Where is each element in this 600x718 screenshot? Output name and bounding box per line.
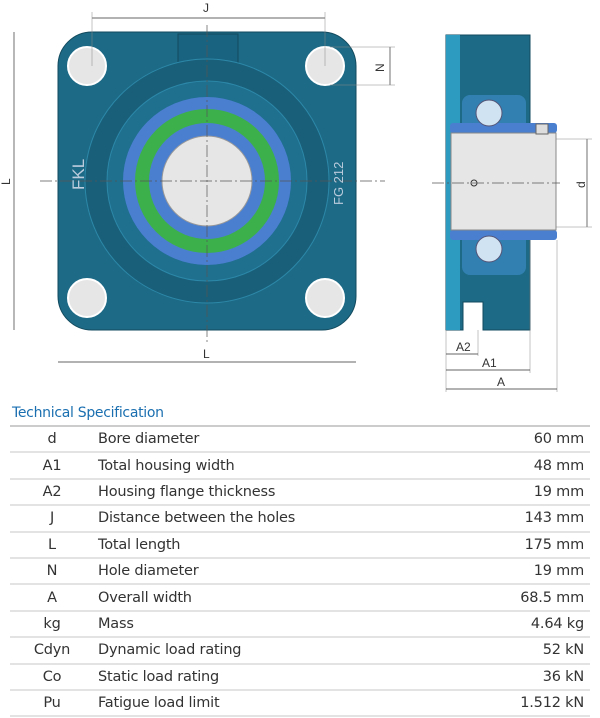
spec-value: 143 mm [462,506,590,533]
spec-description: Housing flange thickness [94,480,463,507]
spec-description: Dynamic load rating [94,638,463,665]
spec-description: Hole diameter [94,559,463,586]
spec-description: Overall width [94,585,463,612]
spec-value: 68.5 mm [462,585,590,612]
spec-symbol: A1 [10,453,94,480]
spec-symbol: N [10,559,94,586]
dim-d: d [574,181,588,188]
spec-value: 19 mm [462,480,590,507]
spec-symbol: J [10,506,94,533]
bolt-hole-bottom-right [305,278,345,318]
dim-L-vertical: L [0,178,13,185]
spec-symbol: Cdyn [10,638,94,665]
dim-L-bottom: L [203,347,210,361]
bearing-technical-drawing: FKL FG 212 J L L N d [0,1,592,392]
spec-symbol: Co [10,665,94,691]
spec-description: Total housing width [94,453,463,480]
spec-value: 60 mm [462,427,590,454]
spec-title: Technical Specification [12,405,164,421]
dim-N: N [373,63,387,72]
spec-symbol: A2 [10,480,94,507]
spec-description: Total length [94,533,463,559]
brand-label: FKL [69,159,88,190]
title-divider [10,425,590,427]
spec-value: 36 kN [462,665,590,691]
spec-value: 19 mm [462,559,590,586]
spec-description: Bore diameter [94,427,463,454]
bolt-hole-bottom-left [67,278,107,318]
spec-symbol: L [10,533,94,559]
spec-value: 4.64 kg [462,612,590,639]
spec-symbol: A [10,585,94,612]
spec-description: Distance between the holes [94,506,463,533]
spec-symbol: kg [10,612,94,639]
spec-description: Fatigue load limit [94,691,463,718]
spec-description: Mass [94,612,463,639]
spec-description: Static load rating [94,665,463,691]
spec-symbol: d [10,427,94,454]
dim-A: A [497,375,505,389]
front-view: FKL FG 212 J L L N [0,1,395,363]
dim-A2: A2 [456,340,471,354]
dim-J: J [203,1,209,15]
model-label: FG 212 [331,162,346,205]
bolt-hole-top-left [67,46,107,86]
dim-A1: A1 [482,356,497,370]
spec-value: 175 mm [462,533,590,559]
side-view: d A2 A1 A [432,34,592,392]
spec-value: 52 kN [462,638,590,665]
spec-value: 1.512 kN [462,691,590,718]
spec-symbol: Pu [10,691,94,718]
spec-value: 48 mm [462,453,590,480]
